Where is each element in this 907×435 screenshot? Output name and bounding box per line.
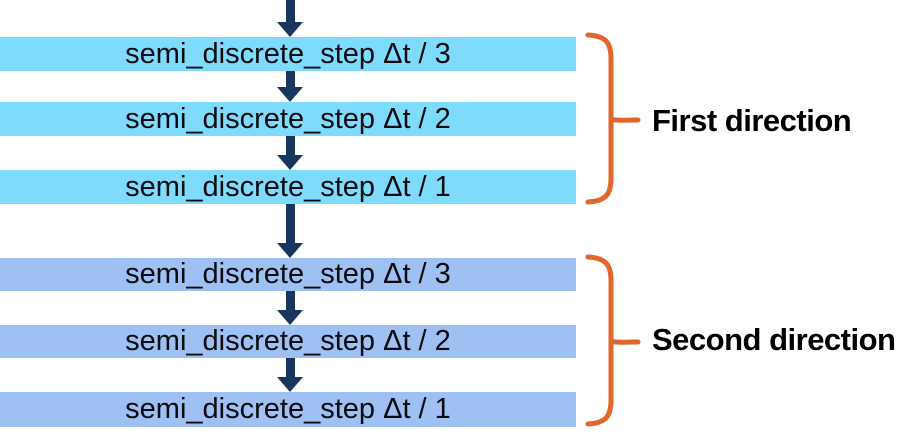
down-arrow-icon (277, 71, 303, 102)
arrow-head (277, 310, 303, 325)
arrow-head (277, 22, 303, 37)
step-box-label: semi_discrete_step Δt / 1 (125, 393, 451, 425)
arrow-shaft (285, 0, 295, 24)
step-box-second-dt2: semi_discrete_step Δt / 2 (0, 325, 576, 358)
right-curly-brace-icon (585, 254, 641, 427)
step-box-label: semi_discrete_step Δt / 3 (125, 258, 451, 290)
down-arrow-icon (277, 291, 303, 325)
step-box-label: semi_discrete_step Δt / 1 (125, 171, 451, 203)
down-arrow-icon (277, 204, 303, 258)
step-box-first-dt2: semi_discrete_step Δt / 2 (0, 102, 576, 136)
step-box-first-dt1: semi_discrete_step Δt / 1 (0, 170, 576, 204)
second-direction-label: Second direction (652, 322, 896, 357)
arrow-shaft (285, 136, 295, 157)
step-box-first-dt3: semi_discrete_step Δt / 3 (0, 37, 576, 71)
arrow-head (277, 377, 303, 392)
step-box-label: semi_discrete_step Δt / 2 (125, 325, 451, 357)
arrow-shaft (285, 71, 295, 89)
first-direction-label: First direction (652, 103, 852, 138)
step-box-label: semi_discrete_step Δt / 3 (125, 38, 451, 70)
arrow-shaft (285, 358, 295, 379)
step-box-label: semi_discrete_step Δt / 2 (125, 103, 451, 135)
down-arrow-icon (277, 136, 303, 170)
down-arrow-icon (277, 0, 303, 37)
arrow-head (277, 87, 303, 102)
down-arrow-icon (277, 358, 303, 392)
step-box-second-dt1: semi_discrete_step Δt / 1 (0, 392, 576, 427)
arrow-shaft (285, 291, 295, 312)
step-box-second-dt3: semi_discrete_step Δt / 3 (0, 258, 576, 291)
arrow-head (277, 155, 303, 170)
arrow-shaft (285, 204, 295, 245)
right-curly-brace-icon (585, 32, 641, 205)
arrow-head (277, 243, 303, 258)
